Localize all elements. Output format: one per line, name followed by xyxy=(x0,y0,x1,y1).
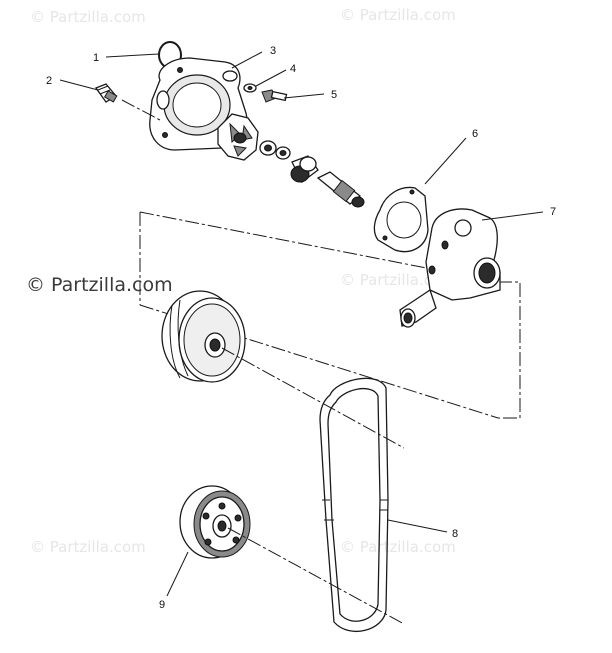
drive-pulley-part xyxy=(161,290,246,383)
watermark-top-left: © Partzilla.com xyxy=(30,8,146,26)
watermark-bottom-right: © Partzilla.com xyxy=(340,538,456,556)
callout-6: 6 xyxy=(472,128,478,140)
callout-4: 4 xyxy=(290,63,296,75)
watermark-main: © Partzilla.com xyxy=(26,274,173,296)
watermark-top-right: © Partzilla.com xyxy=(340,6,456,24)
callout-2: 2 xyxy=(46,75,52,87)
washer-part xyxy=(243,83,257,93)
callout-3: 3 xyxy=(270,45,276,57)
callout-9: 9 xyxy=(159,599,165,611)
pump-shaft-part xyxy=(316,171,365,208)
callout-5: 5 xyxy=(331,89,337,101)
watermark-mid-right: © Partzilla.com xyxy=(340,271,456,289)
gasket-part xyxy=(373,186,429,253)
assembly-centerlines xyxy=(121,99,405,625)
callout-leaders xyxy=(59,51,544,597)
callout-7: 7 xyxy=(550,206,556,218)
watermark-bottom-left: © Partzilla.com xyxy=(30,538,146,556)
callout-1: 1 xyxy=(93,52,99,64)
callout-8: 8 xyxy=(452,528,458,540)
pump-housing-part xyxy=(399,208,501,328)
fitting-part xyxy=(94,83,118,103)
crank-pulley-part xyxy=(179,485,251,559)
bolt-part xyxy=(261,89,288,103)
drive-belt-part xyxy=(319,377,389,632)
impeller-part xyxy=(217,113,259,161)
seal-and-bearing-stack xyxy=(259,140,319,183)
